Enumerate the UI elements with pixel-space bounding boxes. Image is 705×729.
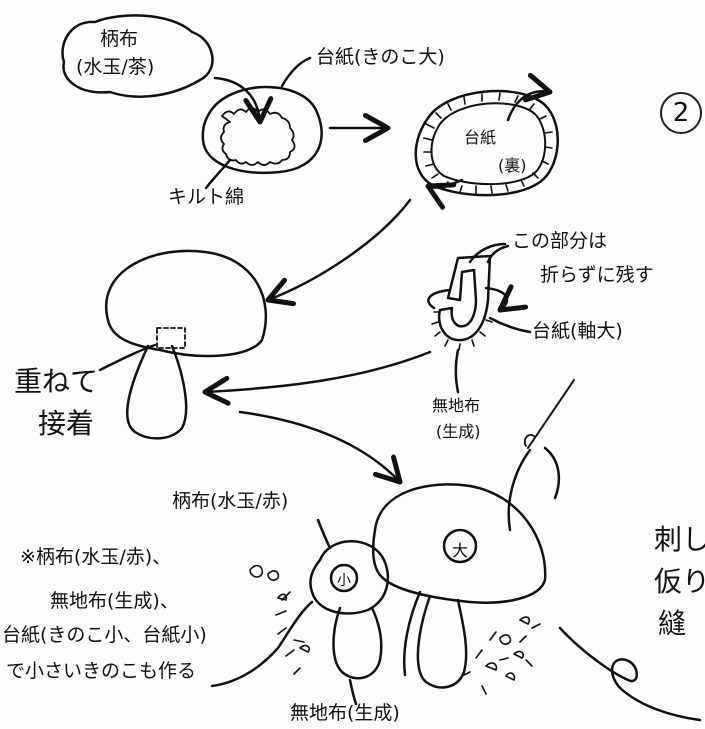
- pattern-fabric-bubble: [61, 14, 214, 98]
- label-stem-mount: 台紙(軸大): [532, 320, 623, 342]
- label-layer-glue-1: 重ねて: [14, 365, 99, 398]
- overlap-tab: [156, 327, 186, 349]
- arrow-to-assembled: [265, 198, 412, 307]
- leaves-left: [249, 564, 311, 653]
- label-layer-glue-2: 接着: [38, 407, 95, 440]
- stem-strip: [437, 254, 492, 342]
- pointer-pattern-red: [316, 518, 332, 550]
- label-mount-back-2: (裏): [498, 156, 527, 175]
- pointer-plain-fabric: [454, 348, 460, 394]
- grass-right: [461, 623, 541, 695]
- step2-fold-arrow-top: [506, 72, 553, 122]
- note-line-3: 台紙(きのこ小、台紙小): [2, 624, 207, 646]
- big-mark: 大: [451, 541, 468, 560]
- step-number: 2: [672, 98, 690, 128]
- note-line-4: で小さいきのこも作る: [6, 660, 197, 682]
- small-mushroom-stem: [332, 606, 383, 680]
- needle: [527, 379, 575, 449]
- embroidery-thread-loop: [558, 626, 702, 722]
- label-leave-part-1: この部分は: [512, 230, 608, 252]
- label-quilt-batting: キルト綿: [168, 186, 245, 208]
- pointer-leave-part: [468, 242, 507, 264]
- grass-left: [275, 591, 305, 675]
- label-plain-fabric-2: (生成): [436, 422, 481, 441]
- note-line-2: 無地布(生成)、: [50, 590, 179, 612]
- embroidery-line-3: 縫: [658, 607, 687, 640]
- big-mushroom-stem-left: [403, 590, 422, 677]
- assembled-cap: [105, 249, 268, 358]
- big-mushroom-cap: [371, 483, 547, 604]
- assembled-stem: [126, 344, 188, 440]
- label-mount-big: 台紙(きのこ大): [316, 46, 445, 68]
- label-plain-fabric-1: 無地布: [432, 396, 481, 415]
- needle-eye: [523, 434, 535, 447]
- big-mark-circle: [442, 528, 478, 564]
- label-mount-back-1: 台紙: [464, 128, 497, 147]
- arrow-stem-to-assembled: [202, 350, 432, 406]
- thread: [507, 446, 561, 532]
- pointer-batting: [204, 158, 232, 190]
- step2-folded-inner: [430, 102, 547, 186]
- embroidery-line-1: 刺し: [654, 523, 705, 556]
- label-pattern-fabric-sub: (水玉/茶): [76, 56, 155, 78]
- label-pattern-red: 柄布(水玉/赤): [172, 490, 289, 512]
- step-number-circle: 2: [660, 92, 702, 134]
- small-mushroom-cap: [309, 540, 390, 615]
- label-leave-part-2: 折らずに残す: [540, 264, 654, 286]
- pointer-plain-bottom: [348, 678, 358, 706]
- step2-folded-outer: [414, 89, 559, 197]
- arrow-to-finished: [238, 410, 403, 485]
- pointer-stem-mount: [488, 316, 532, 334]
- embroidery-line-2: 仮り: [654, 565, 705, 598]
- step1-batting: [220, 107, 296, 166]
- big-mushroom-stem: [416, 594, 468, 689]
- leaves-right: [485, 616, 531, 681]
- pointer-leave-part-2: [486, 244, 510, 264]
- note-line-1: ※柄布(水玉/赤)、: [20, 546, 172, 568]
- step2-fold-arrow-bottom: [425, 178, 464, 210]
- small-mark: 小: [337, 573, 351, 589]
- label-plain-bottom: 無地布(生成): [290, 702, 400, 724]
- stem-wrap-arrow-right: [484, 284, 529, 313]
- stem-stitch: [431, 311, 493, 351]
- label-pattern-fabric: 柄布: [100, 28, 139, 50]
- step1-mount-outline: [201, 85, 323, 174]
- small-mark-circle: [329, 563, 359, 593]
- pointer-mount-big: [280, 56, 312, 88]
- stem-wrap-arrow-left: [427, 288, 452, 310]
- pointer-note: [210, 600, 314, 688]
- pointer-layer-glue: [98, 343, 157, 372]
- pointer-arrow-fabric: [213, 76, 274, 125]
